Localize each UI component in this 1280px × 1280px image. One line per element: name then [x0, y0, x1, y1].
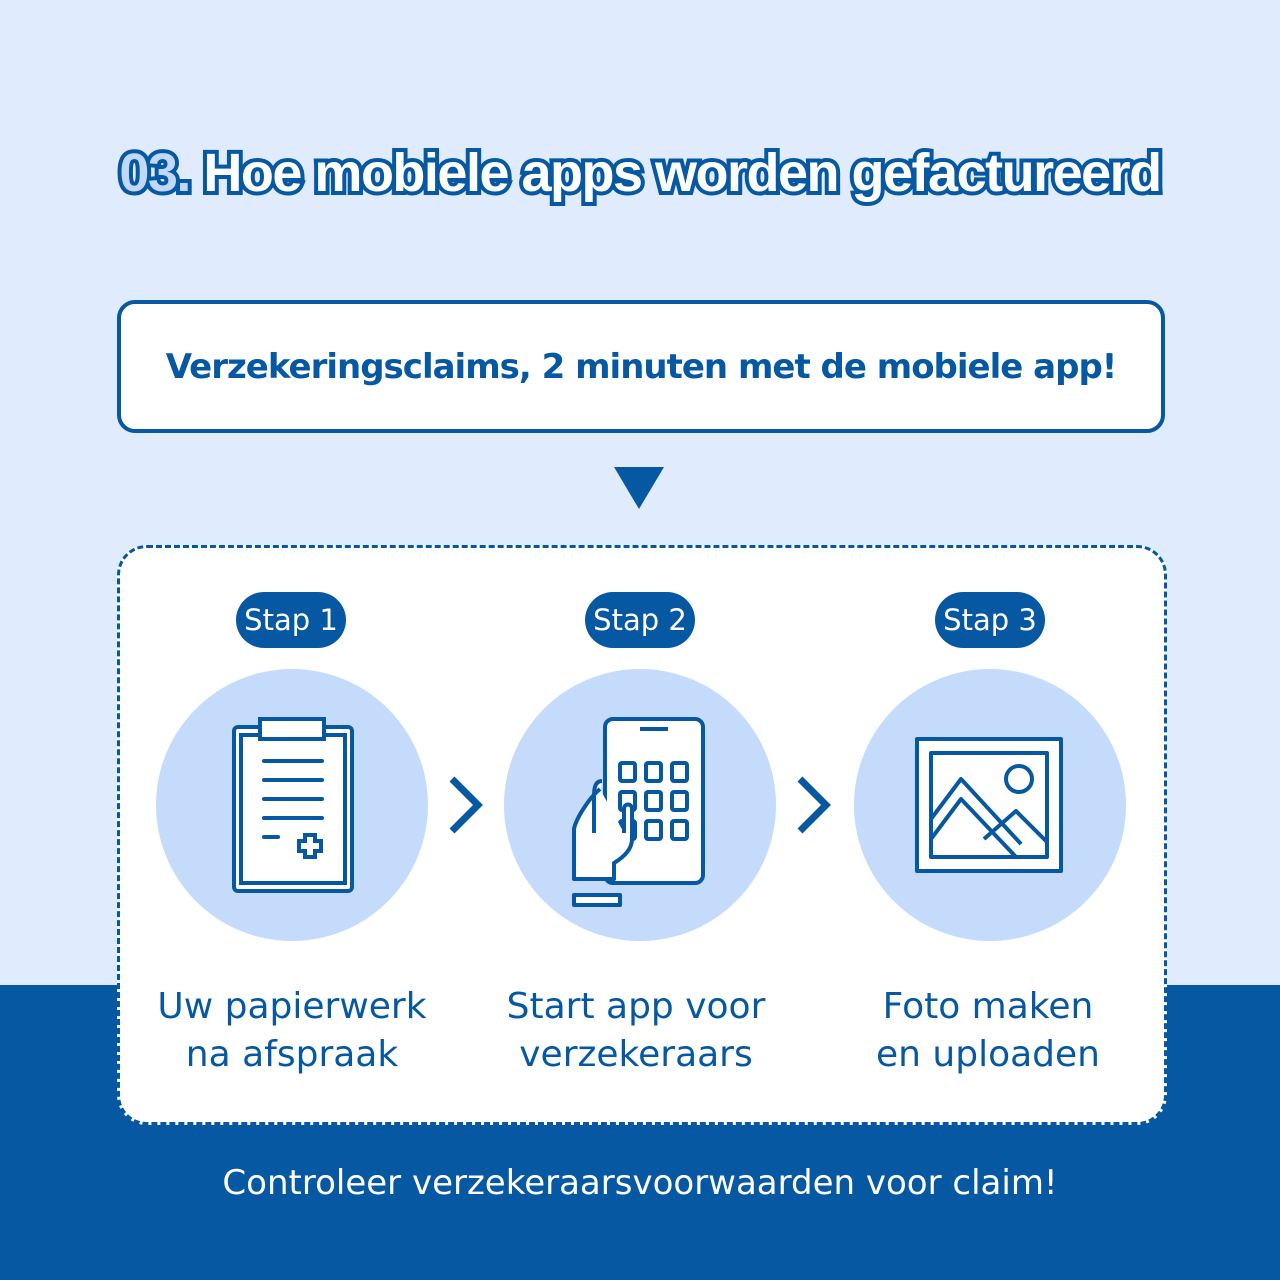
down-arrow-icon	[614, 467, 664, 509]
title-text: Hoe mobiele apps worden gefactureerd	[189, 139, 1166, 207]
label-line: verzekeraars	[519, 1034, 753, 1075]
label-line: Start app voor	[506, 986, 766, 1027]
step-3-circle	[854, 669, 1126, 941]
step-3-label: Foto maken en uploaden	[828, 983, 1148, 1079]
step-2-label: Start app voor verzekeraars	[476, 983, 796, 1079]
footer-note: Controleer verzekeraarsvoorwaarden voor …	[222, 1163, 1058, 1203]
step-2-circle	[504, 669, 776, 941]
label-line: Uw papierwerk	[157, 986, 427, 1027]
step-2-badge: Stap 2	[585, 592, 695, 648]
subtitle-text: Verzekeringsclaims, 2 minuten met de mob…	[165, 346, 1118, 387]
label-line: na afspraak	[185, 1034, 399, 1075]
page-title: 03. Hoe mobiele apps worden gefactureerd	[0, 139, 1280, 207]
step-1-badge: Stap 1	[236, 592, 346, 648]
label-line: Foto maken	[882, 986, 1094, 1027]
subtitle-box: Verzekeringsclaims, 2 minuten met de mob…	[117, 300, 1165, 433]
step-1-circle	[156, 669, 428, 941]
image-photo-icon	[915, 737, 1063, 873]
chevron-right-icon	[797, 776, 831, 834]
phone-in-hand-icon	[572, 717, 705, 907]
step-1-label: Uw papierwerk na afspraak	[132, 983, 452, 1079]
clipboard-medical-icon	[232, 717, 354, 893]
step-3-badge: Stap 3	[935, 592, 1045, 648]
label-line: en uploaden	[876, 1034, 1100, 1075]
chevron-right-icon	[449, 776, 483, 834]
title-number: 03.	[115, 139, 195, 207]
